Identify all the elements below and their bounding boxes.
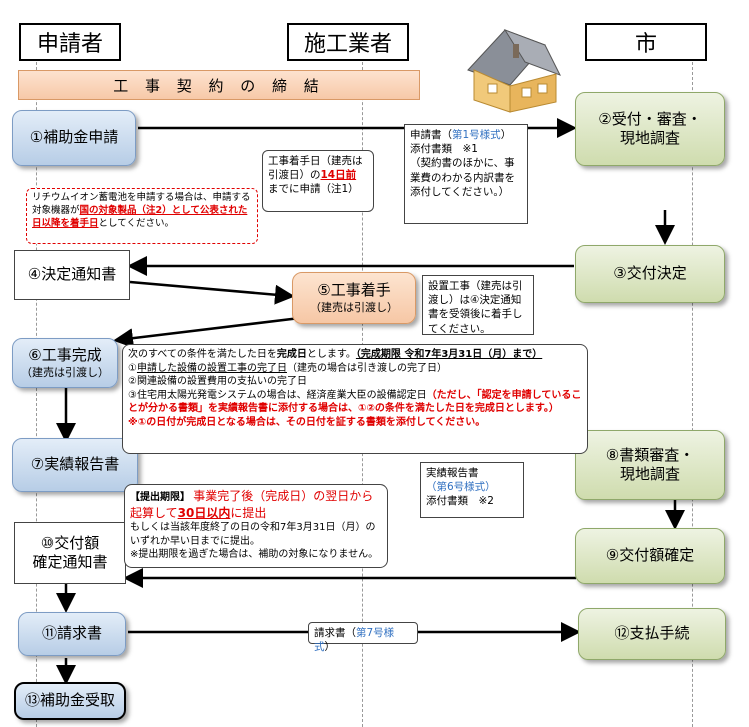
construction-note-text: 設置工事（建売は引渡し）は④決定通知書を受領後に着手してください。 [428, 280, 523, 335]
step-5-construction-start: ⑤工事着手 （建売は引渡し） [292, 272, 416, 324]
note-lithium-highlight: 国の対象製品（注2）として公表された日以降を着手日 [32, 204, 248, 229]
deadline-alt: もしくは当該年度終了の日の令和7年3月31日（月）のいずれか早い日までに提出。 [130, 522, 376, 547]
report-a: 実績報告書 [426, 467, 479, 479]
note-lithium: リチウムイオン蓄電池を申請する場合は、申請する対象機器が国の対象製品（注2）とし… [26, 188, 258, 244]
step-2-line1: ②受付・審査・ [598, 109, 702, 128]
note-start-line2: 引渡日）の [268, 169, 321, 182]
cond3-b: （ただし、「認定を申請していることが分かる書類」を実績報告書に添付する場合は、①… [128, 389, 582, 415]
step-2-line2: 現地調査 [619, 129, 680, 147]
note-start-line1: 工事着手日（建売は [268, 155, 363, 167]
note-start-deadline: 工事着手日（建売は 引渡日）の14日前 までに申請（注1） [262, 150, 374, 212]
step-7-performance-report: ⑦実績報告書 [12, 438, 138, 492]
note-lithium-text: リチウムイオン蓄電池を申請する場合は、申請する対象機器が [32, 192, 251, 216]
step-11-invoice: ⑪請求書 [18, 612, 126, 656]
claim-form-no: 第7号様式 [314, 627, 395, 654]
cond1-b: 申請した設備の設置工事の完了日 [136, 362, 287, 374]
claim-c: ） [324, 641, 336, 654]
cond-title-a: 次のすべての条件を満たした日を [128, 349, 277, 360]
cond-title-b: 完成日 [276, 349, 307, 360]
deadline-text: 事業完了後（完成日）の翌日から起算して [130, 489, 374, 520]
note-application-documents: 申請書（第1号様式） 添付書類 ※1 （契約書のほかに、事業費のわかる内訳書を添… [404, 124, 528, 224]
step-5-sub: （建売は引渡し） [310, 300, 398, 314]
step-3-grant-decision: ③交付決定 [575, 245, 725, 303]
deadline-submit: に提出 [230, 505, 267, 520]
lane-header-city: 市 [585, 23, 707, 61]
apply-note: （契約書のほかに、事業費のわかる内訳書を添付してください。） [410, 157, 515, 198]
note-lithium-end: としてください。 [98, 217, 174, 229]
step-12-payment: ⑫支払手続 [578, 608, 726, 660]
cond1-a: ① [128, 362, 137, 374]
step-8-document-review: ⑧書類審査・ 現地調査 [575, 430, 725, 500]
step-2-review: ②受付・審査・ 現地調査 [575, 92, 725, 166]
note-start-line3: までに申請（注1） [268, 183, 359, 196]
cond-deadline: （完成期限 令和7年3月31日（月）まで） [355, 349, 543, 360]
apply-text-c: ） [500, 129, 512, 141]
note-construction-start: 設置工事（建売は引渡し）は④決定通知書を受領後に着手してください。 [422, 275, 534, 335]
step-13-subsidy-receipt: ⑬補助金受取 [14, 682, 126, 720]
report-attachments: 添付書類 ※2 [426, 495, 494, 508]
deadline-days: 30日以内 [177, 505, 231, 520]
cond4: ※①の日付が完成日となる場合は、その日付を証する書類を添付してください。 [128, 416, 486, 428]
note-claim-form: 請求書（第7号様式） [308, 622, 418, 653]
step-1-subsidy-application: ①補助金申請 [12, 110, 136, 166]
cond3-a: ③住宅用太陽光発電システムの場合は、経済産業大臣の設備認定日 [128, 389, 427, 401]
report-form-no: （第6号様式） [426, 481, 496, 494]
claim-a: 請求書（ [314, 627, 356, 639]
contract-banner: 工 事 契 約 の 締 結 [18, 70, 420, 100]
note-completion-conditions: 次のすべての条件を満たした日を完成日とします。（完成期限 令和7年3月31日（月… [122, 344, 588, 454]
step-4-decision-notice: ④決定通知書 [14, 250, 130, 300]
step-10-line2: 確定通知書 [32, 553, 108, 571]
cond-title-c: とします。 [306, 349, 356, 360]
step-8-line2: 現地調査 [619, 465, 680, 483]
step-10-amount-notice: ⑩交付額 確定通知書 [14, 522, 126, 584]
step-10-line1: ⑩交付額 [40, 533, 100, 552]
lane-line-city [692, 62, 693, 727]
step-6-label: ⑥工事完成 [28, 346, 102, 365]
deadline-label: 【提出期限】 [130, 492, 190, 503]
step-8-line1: ⑧書類審査・ [605, 445, 695, 464]
deadline-warning: ※提出期限を過ぎた場合は、補助の対象になりません。 [130, 549, 379, 560]
apply-form-no: 第1号様式 [452, 129, 501, 141]
cond2: ②関連設備の設置費用の支払いの完了日 [128, 376, 307, 387]
note-start-days: 14日前 [320, 169, 357, 182]
step-9-grant-amount-confirmed: ⑨交付額確定 [575, 528, 725, 584]
lane-header-contractor: 施工業者 [287, 23, 409, 61]
lane-header-applicant: 申請者 [19, 23, 121, 61]
apply-text-a: 申請書（ [410, 129, 452, 141]
apply-attachments: 添付書類 ※1 [410, 143, 478, 156]
step-6-construction-complete: ⑥工事完成 （建売は引渡し） [12, 338, 118, 388]
lane-line-applicant [36, 62, 37, 727]
step-6-sub: （建売は引渡し） [21, 365, 109, 379]
cond1-c: （建売の場合は引き渡しの完了日） [286, 362, 447, 374]
step-5-label: ⑤工事着手 [317, 281, 391, 300]
note-submission-deadline: 【提出期限】 事業完了後（完成日）の翌日から起算して30日以内に提出 もしくは当… [124, 484, 388, 568]
note-report-documents: 実績報告書 （第6号様式） 添付書類 ※2 [420, 462, 524, 518]
